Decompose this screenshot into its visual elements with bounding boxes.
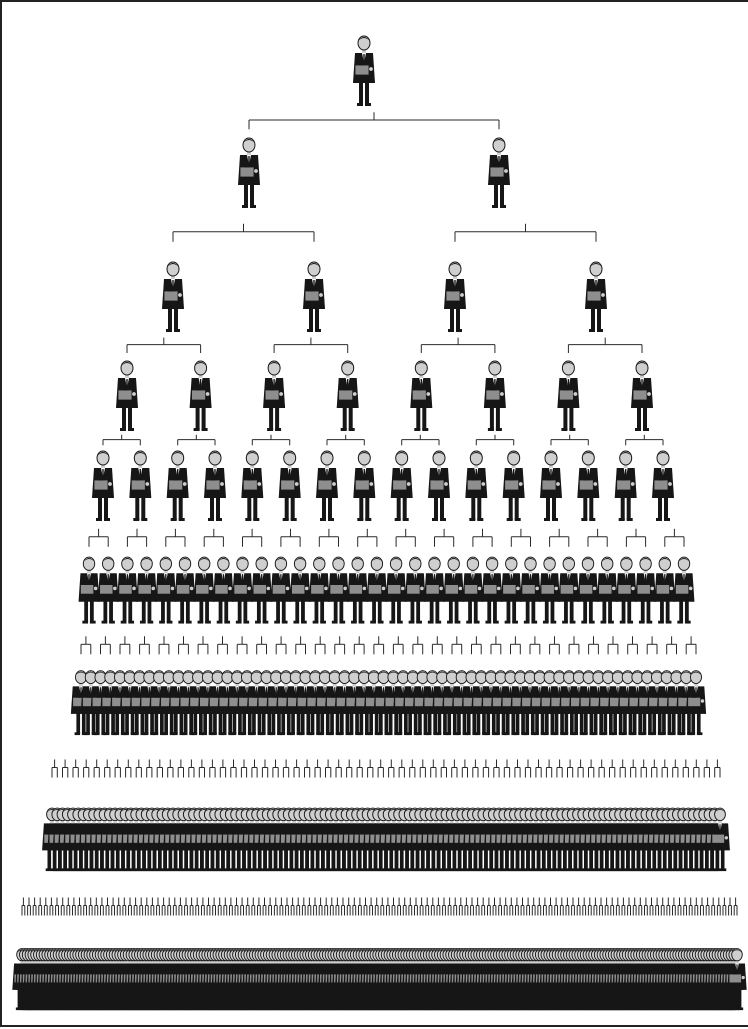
businessman-icon [238,138,260,208]
businessman-icon [654,557,675,624]
figure-rows [12,36,746,1010]
businessman-icon [616,557,637,624]
businessman-icon [520,557,541,624]
businessman-icon [353,36,375,106]
businessman-icon [597,557,618,624]
level-9-row [12,949,746,1011]
businessman-icon [337,361,359,431]
businessman-icon [652,451,674,521]
businessman-icon [175,557,196,624]
businessman-icon [585,262,607,332]
businessman-icon [204,451,226,521]
businessman-icon [539,557,560,624]
level-3-row [162,262,607,332]
businessman-icon [488,138,510,208]
businessman-icon [194,557,215,624]
businessman-icon [162,262,184,332]
businessman-icon [303,262,325,332]
businessman-icon [232,557,253,624]
businessman-icon [290,557,311,624]
level-2-row [238,138,510,208]
businessman-icon [190,361,212,431]
businessman-icon [484,361,506,431]
businessman-icon [117,557,138,624]
level-4-row [116,361,653,431]
businessman-icon [410,361,432,431]
businessman-icon [79,557,100,624]
businessman-icon [386,557,407,624]
businessman-icon [263,361,285,431]
businessman-icon [155,557,176,624]
businessman-icon [116,361,138,431]
businessman-icon [353,451,375,521]
businessman-icon [270,557,291,624]
level-5-row [92,451,674,521]
businessman-icon [129,451,151,521]
businessman-icon [674,557,695,624]
businessman-icon [635,557,656,624]
level-1-row [353,36,375,106]
businessman-icon [391,451,413,521]
businessman-icon [328,557,349,624]
businessman-icon [92,451,114,521]
businessman-icon [136,557,157,624]
businessman-icon [558,557,579,624]
businessman-icon [501,557,522,624]
businessman-icon [424,557,445,624]
level-7-row [71,671,706,735]
businessman-icon [443,557,464,624]
businessman-icon [482,557,503,624]
businessman-icon [465,451,487,521]
businessman-icon [309,557,330,624]
businessman-icon [98,557,119,624]
businessman-icon [578,557,599,624]
businessman-icon [279,451,301,521]
businessman-icon [615,451,637,521]
businessman-icon [428,451,450,521]
businessman-icon [167,451,189,521]
businessman-icon [444,262,466,332]
businessman-icon [316,451,338,521]
businessman-icon [462,557,483,624]
businessman-icon [503,451,525,521]
businessman-icon [251,557,272,624]
businessman-icon [213,557,234,624]
businessman-icon [241,451,263,521]
businessman-icon [631,361,653,431]
businessman-icon [405,557,426,624]
businessman-icon [347,557,368,624]
level-8-row [42,808,730,871]
businessman-icon [540,451,562,521]
businessman-icon [577,451,599,521]
businessman-icon [366,557,387,624]
level-6-row [79,557,695,624]
businessman-icon [557,361,579,431]
